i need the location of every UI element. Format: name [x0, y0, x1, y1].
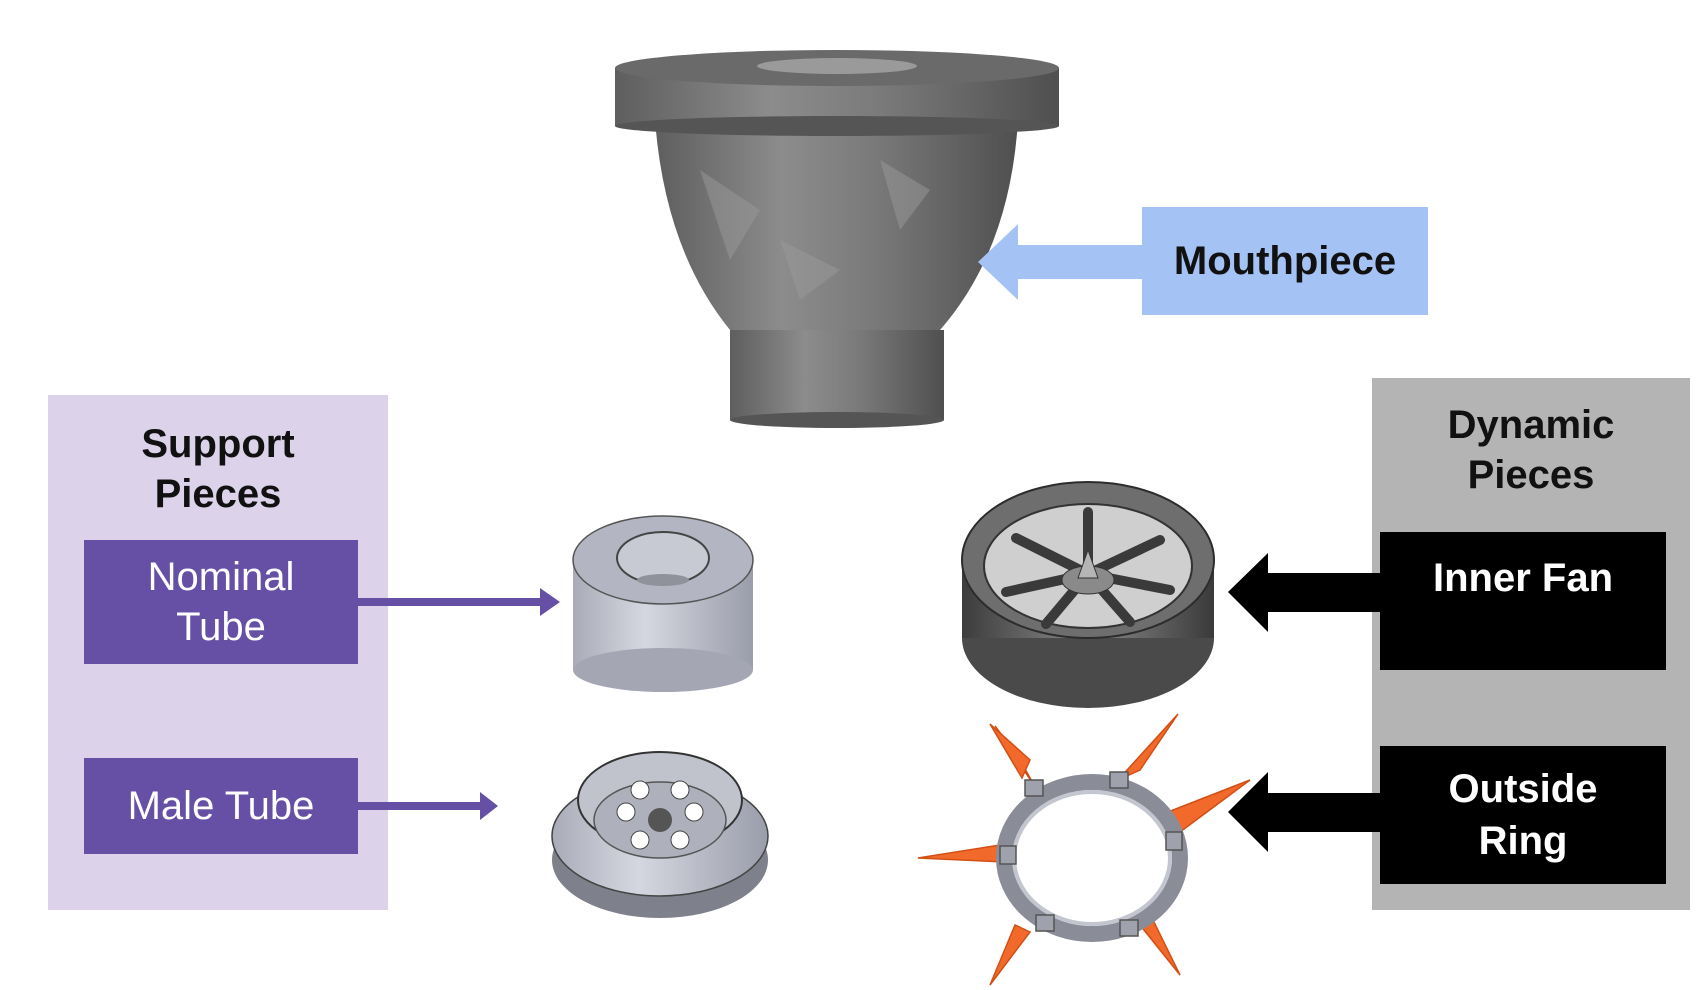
nominal-tube-part — [572, 515, 754, 692]
inner-fan-label: Inner Fan — [1380, 532, 1666, 670]
outside-ring-part — [917, 713, 1251, 986]
dynamic-pieces-title: Dynamic Pieces — [1447, 403, 1615, 497]
nominal-tube-label: Nominal Tube — [84, 540, 358, 664]
mouthpiece-arrow — [978, 224, 1142, 300]
inner-fan-arrow — [1228, 553, 1380, 632]
male-tube-arrow — [358, 792, 498, 820]
male-tube-label: Male Tube — [84, 758, 358, 854]
mouthpiece-part — [615, 50, 1059, 428]
nominal-tube-arrow — [358, 588, 560, 616]
outside-ring-arrow — [1228, 772, 1380, 852]
male-tube-part — [551, 751, 769, 918]
support-pieces-title: Support Pieces — [141, 422, 295, 516]
inner-fan-part — [961, 481, 1215, 708]
outside-ring-label: Outside Ring — [1380, 746, 1666, 884]
mouthpiece-label: Mouthpiece — [1142, 207, 1428, 315]
